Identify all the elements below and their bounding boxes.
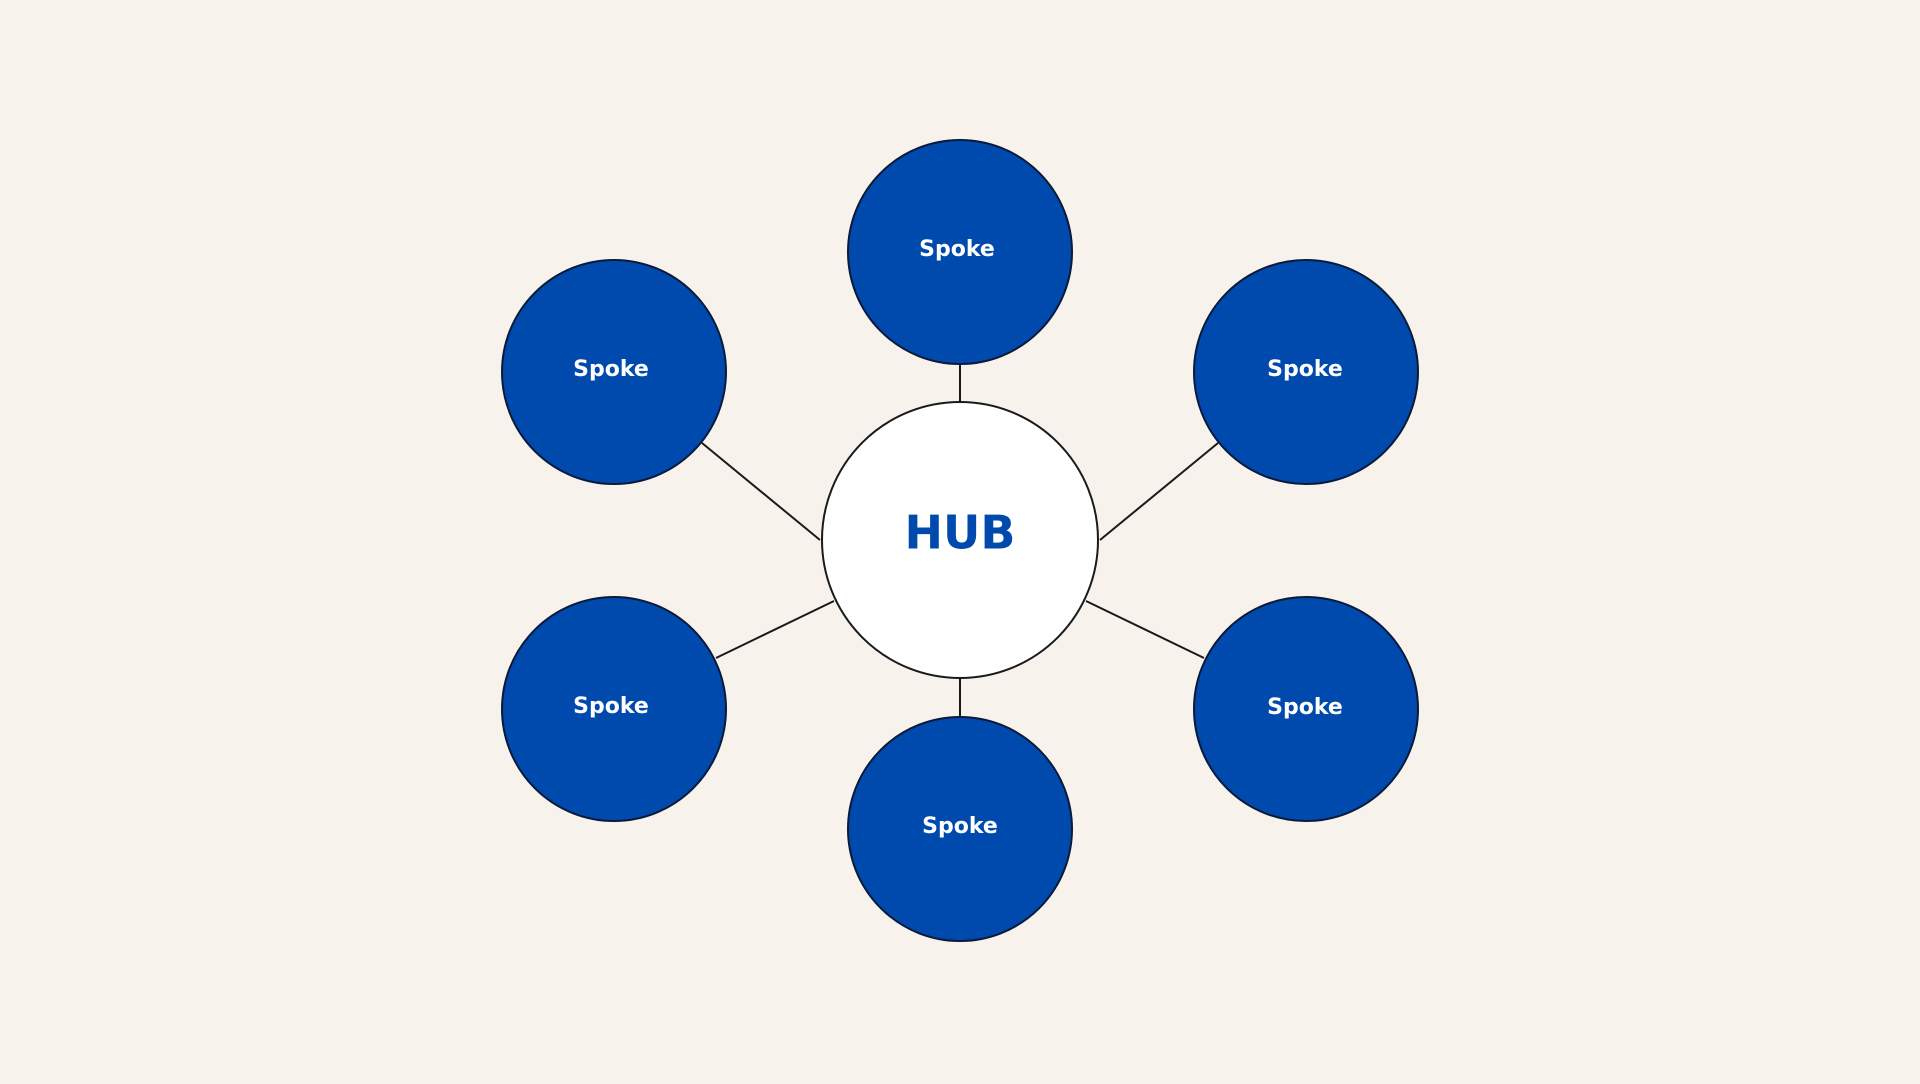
connector-upper-left xyxy=(701,442,821,541)
spoke-node-bottom[interactable]: Spoke xyxy=(847,716,1073,942)
spoke-label: Spoke xyxy=(919,237,995,262)
spoke-node-lower-left[interactable]: Spoke xyxy=(501,596,727,822)
spoke-label: Spoke xyxy=(922,814,998,839)
spoke-circle xyxy=(501,259,727,485)
hub-circle xyxy=(821,401,1099,679)
spoke-label: Spoke xyxy=(1267,357,1343,382)
spoke-label: Spoke xyxy=(1267,695,1343,720)
spoke-circle xyxy=(1193,596,1419,822)
hub-node[interactable]: HUB xyxy=(821,401,1099,679)
connector-lower-left xyxy=(715,600,835,659)
spoke-circle xyxy=(1193,259,1419,485)
spoke-circle xyxy=(847,716,1073,942)
spoke-label: Spoke xyxy=(573,694,649,719)
spoke-node-upper-left[interactable]: Spoke xyxy=(501,259,727,485)
spoke-circle xyxy=(501,596,727,822)
connector-upper-right xyxy=(1099,442,1219,541)
spoke-label: Spoke xyxy=(573,357,649,382)
spokes-group: Spoke Spoke Spoke Spoke Spoke Spoke xyxy=(501,139,1419,942)
connector-lower-right xyxy=(1085,600,1205,659)
spoke-node-lower-right[interactable]: Spoke xyxy=(1193,596,1419,822)
spoke-node-top[interactable]: Spoke xyxy=(847,139,1073,365)
spoke-node-upper-right[interactable]: Spoke xyxy=(1193,259,1419,485)
connectors-group xyxy=(701,365,1219,716)
hub-label: HUB xyxy=(905,506,1016,560)
spoke-circle xyxy=(847,139,1073,365)
